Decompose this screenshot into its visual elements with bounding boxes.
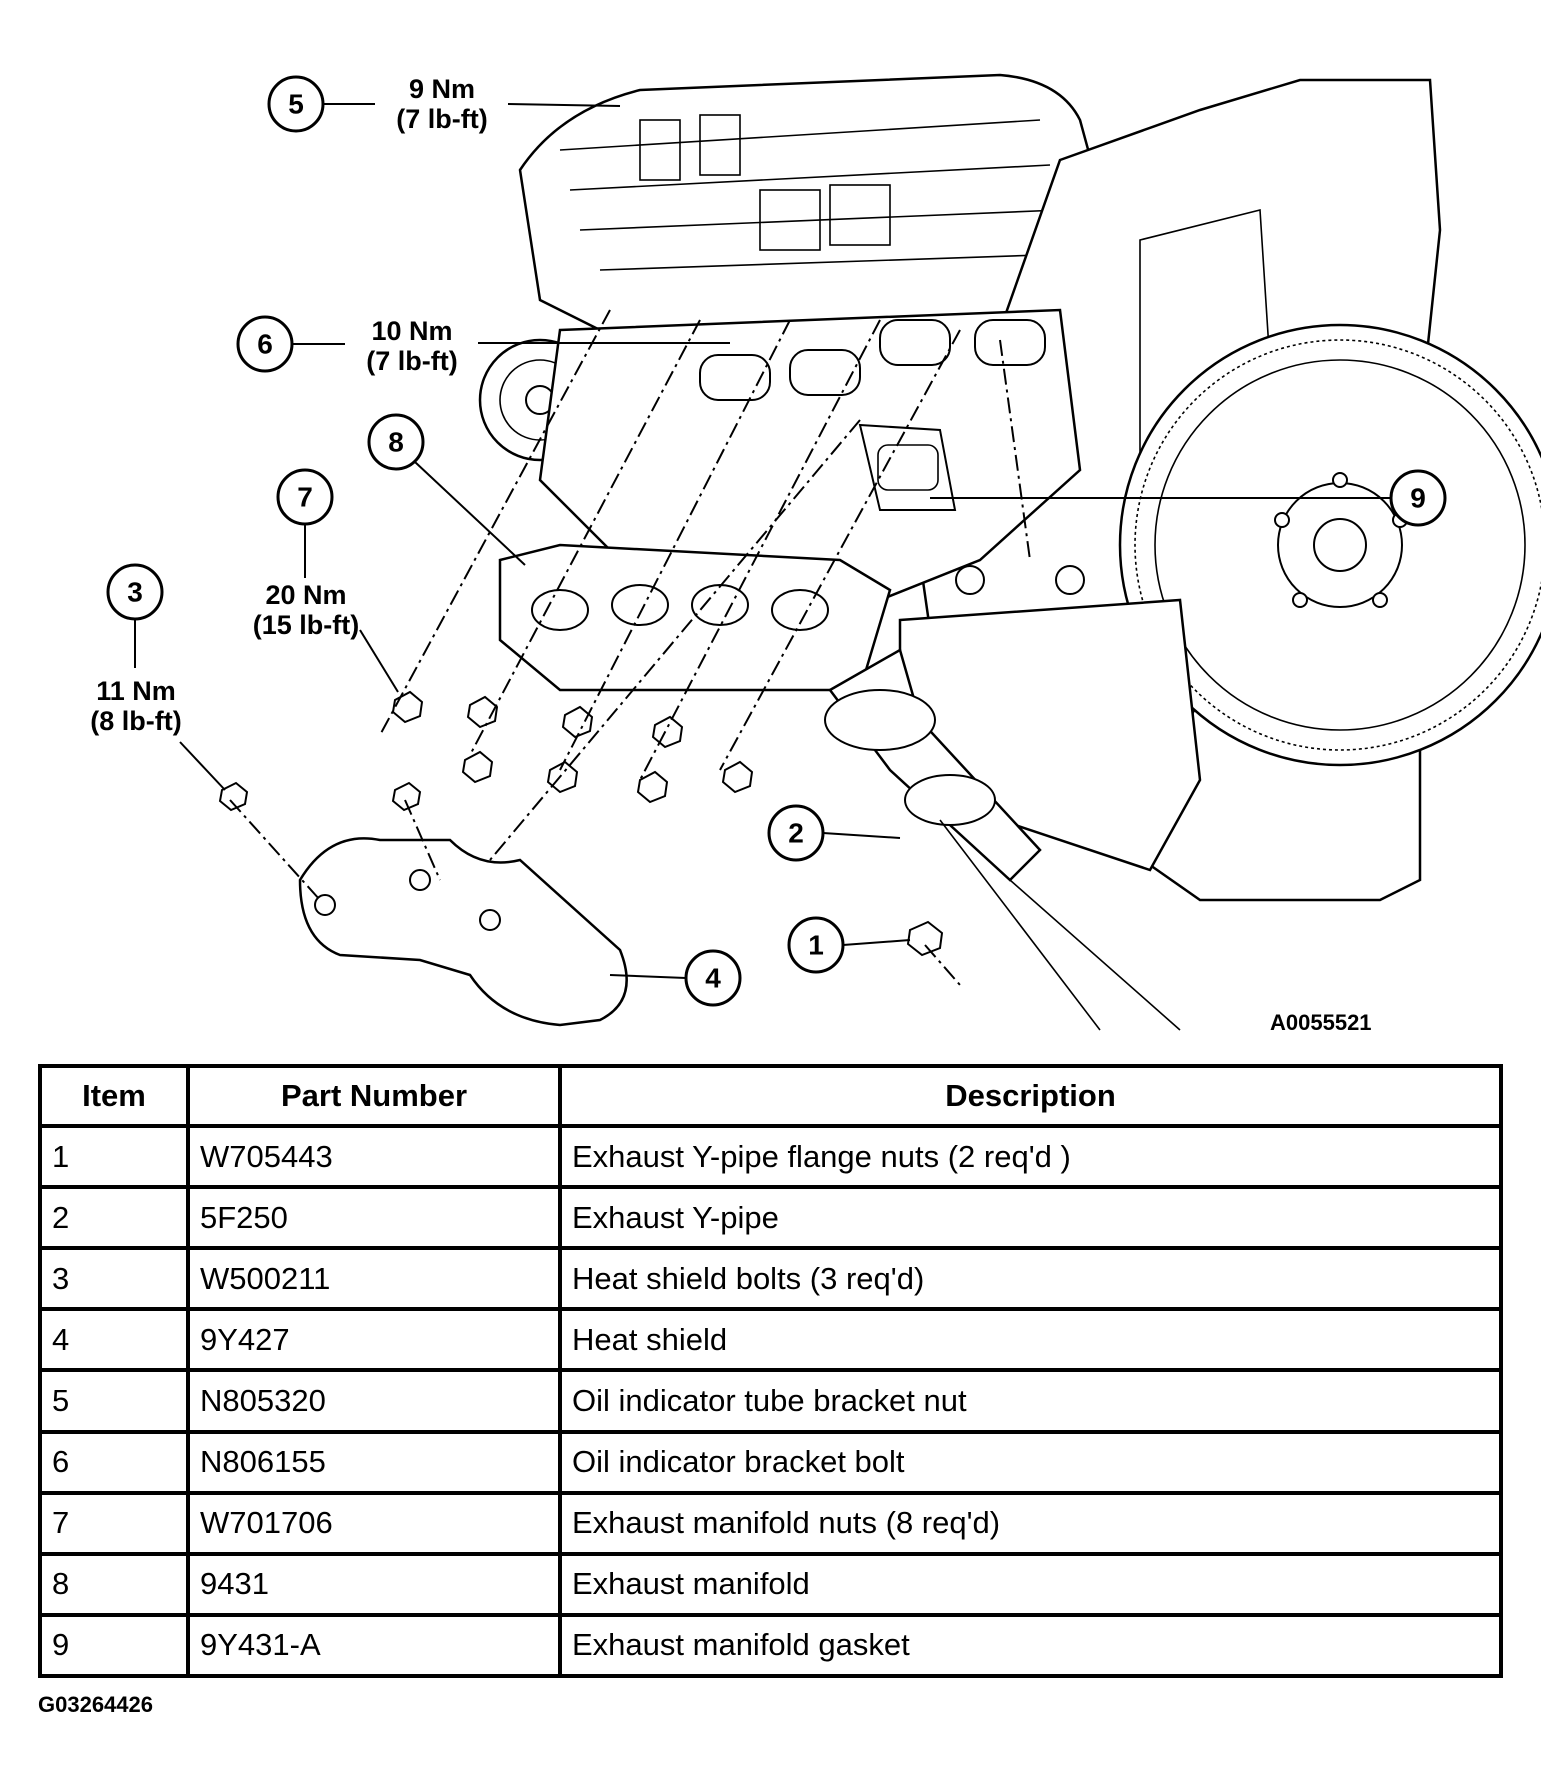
callout-6: 6: [236, 315, 730, 373]
svg-text:8: 8: [388, 427, 404, 458]
cell-part-number: 9Y431-A: [186, 1612, 562, 1679]
cell-part-number: W705443: [186, 1123, 562, 1190]
column-header-item: Item: [38, 1064, 190, 1128]
cell-part-number: 9431: [186, 1551, 562, 1617]
torque-label-3: 11 Nm (8 lb-ft): [90, 676, 181, 736]
cell-description: Exhaust manifold: [558, 1551, 1503, 1617]
torque-label-6: 10 Nm (7 lb-ft): [366, 316, 457, 376]
column-header-description: Description: [558, 1064, 1503, 1128]
illustration-reference: A0055521: [1270, 1010, 1372, 1035]
cell-description: Exhaust manifold gasket: [558, 1612, 1503, 1679]
callout-3: 3: [106, 563, 226, 791]
callout-4: 4: [609, 949, 742, 1007]
cell-item: 8: [38, 1551, 190, 1617]
svg-text:3: 3: [127, 577, 143, 608]
cell-description: Oil indicator bracket bolt: [558, 1429, 1503, 1495]
table-row: 9 9Y431-A Exhaust manifold gasket: [38, 1612, 1503, 1679]
cell-description: Exhaust Y-pipe flange nuts (2 req'd ): [558, 1123, 1503, 1190]
cell-item: 3: [38, 1246, 190, 1312]
cell-item: 1: [38, 1123, 190, 1190]
svg-text:(7 lb-ft): (7 lb-ft): [366, 346, 457, 376]
table-row: 1 W705443 Exhaust Y-pipe flange nuts (2 …: [38, 1123, 1503, 1190]
svg-text:(8 lb-ft): (8 lb-ft): [90, 706, 181, 736]
table-header-row: Item Part Number Description: [38, 1064, 1503, 1128]
table-row: 3 W500211 Heat shield bolts (3 req'd): [38, 1246, 1503, 1312]
table-row: 8 9431 Exhaust manifold: [38, 1551, 1503, 1617]
cell-part-number: 9Y427: [186, 1307, 562, 1373]
table-row: 2 5F250 Exhaust Y-pipe: [38, 1185, 1503, 1251]
cell-part-number: N806155: [186, 1429, 562, 1495]
cell-description: Oil indicator tube bracket nut: [558, 1368, 1503, 1434]
callout-1: 1: [787, 916, 911, 974]
callout-9: 9: [930, 469, 1447, 527]
table-row: 6 N806155 Oil indicator bracket bolt: [38, 1429, 1503, 1495]
callout-5: 5: [267, 75, 621, 133]
callout-8: 8: [367, 413, 526, 566]
cell-description: Exhaust manifold nuts (8 req'd): [558, 1490, 1503, 1556]
figure-reference-code: G03264426: [38, 1692, 153, 1717]
column-header-part-number: Part Number: [186, 1064, 562, 1128]
torque-label-5: 9 Nm (7 lb-ft): [396, 74, 487, 134]
svg-text:4: 4: [705, 963, 721, 994]
cell-description: Heat shield bolts (3 req'd): [558, 1246, 1503, 1312]
svg-text:6: 6: [257, 329, 273, 360]
parts-table: Item Part Number Description 1 W705443 E…: [38, 1064, 1503, 1679]
svg-text:(7 lb-ft): (7 lb-ft): [396, 104, 487, 134]
cell-part-number: 5F250: [186, 1185, 562, 1251]
flange-nut: [906, 920, 944, 957]
svg-text:20 Nm: 20 Nm: [265, 580, 346, 610]
cell-item: 2: [38, 1185, 190, 1251]
engine-exhaust-diagram: 5 9 Nm (7 lb-ft) 6 10 Nm (7 lb-ft) 8 7 2…: [90, 73, 1541, 1035]
torque-label-7: 20 Nm (15 lb-ft): [253, 580, 359, 640]
cell-item: 9: [38, 1612, 190, 1679]
table-row: 4 9Y427 Heat shield: [38, 1307, 1503, 1373]
cell-item: 6: [38, 1429, 190, 1495]
cell-item: 5: [38, 1368, 190, 1434]
svg-text:10 Nm: 10 Nm: [371, 316, 452, 346]
engine-illustration: [218, 73, 1541, 1031]
table-row: 5 N805320 Oil indicator tube bracket nut: [38, 1368, 1503, 1434]
cell-item: 7: [38, 1490, 190, 1556]
svg-text:7: 7: [297, 482, 313, 513]
cell-part-number: W701706: [186, 1490, 562, 1556]
heat-shield-bolts: [218, 781, 422, 812]
callout-2: 2: [767, 804, 901, 862]
callout-7: 7: [276, 468, 399, 693]
cell-part-number: W500211: [186, 1246, 562, 1312]
table-row: 7 W701706 Exhaust manifold nuts (8 req'd…: [38, 1490, 1503, 1556]
svg-text:(15 lb-ft): (15 lb-ft): [253, 610, 359, 640]
cell-part-number: N805320: [186, 1368, 562, 1434]
svg-text:1: 1: [808, 930, 824, 961]
svg-text:9 Nm: 9 Nm: [409, 74, 475, 104]
svg-text:2: 2: [788, 818, 804, 849]
cell-item: 4: [38, 1307, 190, 1373]
svg-text:5: 5: [288, 89, 304, 120]
cell-description: Exhaust Y-pipe: [558, 1185, 1503, 1251]
svg-text:9: 9: [1410, 483, 1426, 514]
svg-text:11 Nm: 11 Nm: [96, 676, 176, 706]
cell-description: Heat shield: [558, 1307, 1503, 1373]
